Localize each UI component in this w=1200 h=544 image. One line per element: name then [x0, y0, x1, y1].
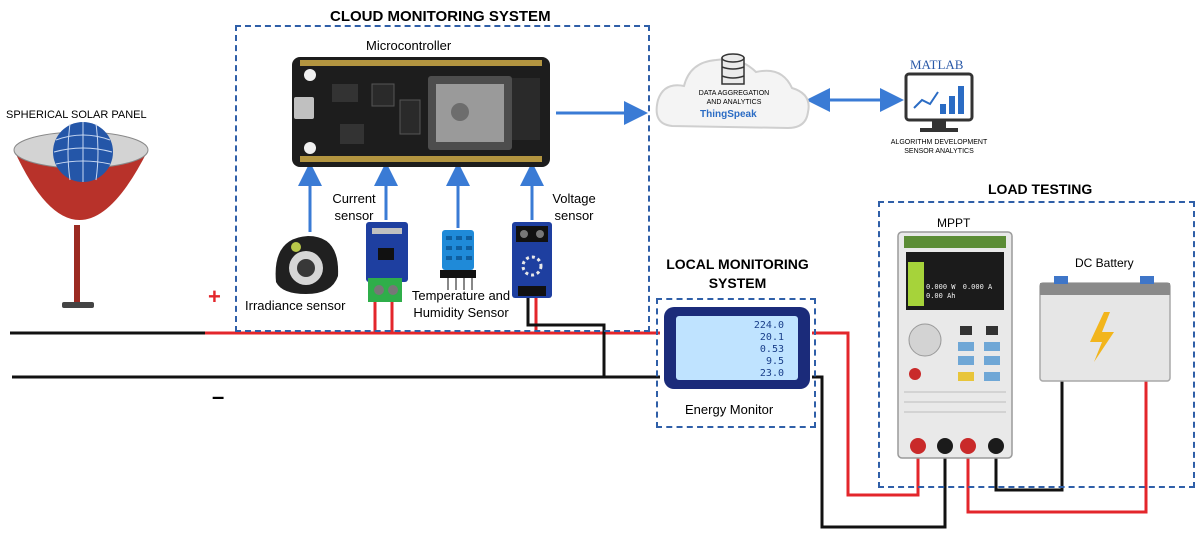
mppt-label: MPPT [937, 216, 971, 230]
monitor-icon [904, 72, 974, 132]
negative-wire [10, 282, 1064, 529]
matlab-logo: MATLAB [910, 57, 964, 72]
cloud-monitoring-box [235, 25, 650, 332]
microcontroller-label: Microcontroller [366, 38, 452, 53]
mppt-screen-display: 0.000 W 0.000 A 0.00 Ah [926, 283, 1006, 301]
temp-humidity-sensor-label: Temperature and Humidity Sensor [411, 288, 511, 320]
current-sensor-icon [366, 222, 408, 302]
meter-reading: 23.0 [759, 368, 784, 379]
voltage-sensor-icon [512, 222, 552, 298]
energy-meter-display: 224.0 20.1 0.53 9.5 23.0 [700, 320, 784, 380]
signal-arrows [298, 88, 904, 232]
matlab-caption: ALGORITHM DEVELOPMENT SENSOR ANALYTICS [890, 139, 988, 155]
irradiance-sensor-label: Irradiance sensor [245, 298, 346, 313]
energy-monitor-icon [664, 307, 810, 389]
database-icon [721, 53, 745, 85]
meter-reading: 9.5 [765, 356, 784, 367]
thingspeak-logo: ThingSpeak [700, 109, 757, 120]
meter-reading: 20.1 [759, 332, 784, 343]
load-testing-box [878, 201, 1195, 488]
mppt-energy: 0.00 Ah [926, 292, 956, 300]
irradiance-sensor-icon [275, 236, 339, 294]
solar-panel-label: SPHERICAL SOLAR PANEL [6, 109, 147, 121]
mppt-current: 0.000 A [962, 283, 993, 291]
energy-monitor-label: Energy Monitor [685, 402, 774, 417]
local-monitoring-box [656, 298, 816, 428]
positive-wire [205, 282, 1148, 514]
bar-chart-icon [940, 86, 964, 114]
meter-reading: 224.0 [753, 320, 784, 331]
dc-battery-label: DC Battery [1075, 256, 1134, 270]
cloud-icon [655, 53, 810, 130]
microcontroller-icon [292, 57, 550, 167]
cloud-caption: DATA AGGREGATION AND ANALYTICS [698, 90, 770, 106]
battery-icon [1039, 276, 1171, 382]
mppt-power: 0.000 W [926, 283, 956, 291]
temperature-humidity-sensor-icon [440, 230, 476, 290]
negative-terminal-sign: – [212, 384, 225, 409]
cloud-monitoring-title: CLOUD MONITORING SYSTEM [330, 8, 551, 25]
local-monitoring-title: LOCAL MONITORING SYSTEM [666, 256, 809, 291]
current-sensor-label: Current sensor [332, 191, 376, 223]
voltage-sensor-label: Voltage sensor [552, 191, 596, 223]
meter-reading: 0.53 [759, 344, 784, 355]
solar-panel-icon [13, 122, 149, 308]
positive-terminal-sign: + [208, 284, 221, 309]
mppt-device-icon [897, 231, 1013, 459]
load-testing-title: LOAD TESTING [988, 181, 1093, 197]
